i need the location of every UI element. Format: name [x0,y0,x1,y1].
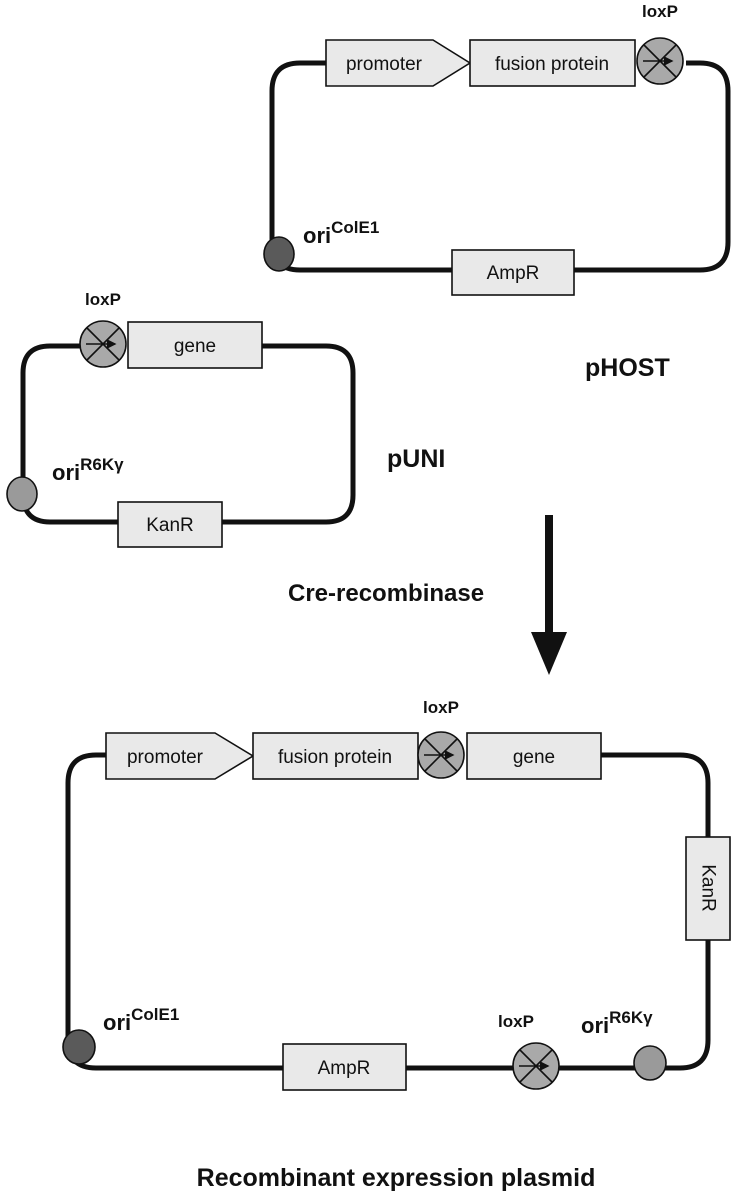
phost-loxp-site [636,37,684,85]
product-kanr: KanR [685,836,731,941]
phost-ampr-label: AmpR [487,263,540,284]
puni-loxp-site [79,320,127,368]
product-promoter-label: promoter [127,747,204,768]
puni-ori-label: oriR6Kγ [52,455,124,485]
phost-backbone [269,60,731,273]
product-ori-cole1-label: oriColE1 [103,1005,179,1035]
product-name: Recombinant expression plasmid [197,1164,596,1192]
puni-ori-r6k [6,476,38,512]
puni-gene-label: gene [174,336,216,357]
product-plasmid: promoter fusion protein loxP gene KanR o… [62,698,731,1192]
puni-plasmid: loxP gene oriR6Kγ KanR pUNI [6,290,445,548]
puni-kanr: KanR [117,501,223,548]
product-ori-r6k-label: oriR6Kγ [581,1008,653,1038]
puni-name: pUNI [387,445,445,473]
phost-promoter: promoter [325,39,472,87]
product-ori-cole1 [62,1029,96,1065]
phost-promoter-label: promoter [346,54,423,75]
product-ampr: AmpR [282,1043,407,1091]
product-loxp-top-label: loxP [423,698,459,717]
puni-kanr-label: KanR [146,515,194,536]
product-ori-r6k [633,1045,667,1081]
cre-recombinase-label: Cre-recombinase [288,580,484,607]
phost-loxp-label: loxP [642,2,678,21]
product-gene: gene [466,732,602,780]
phost-name: pHOST [585,354,670,382]
product-loxp-site-top [417,731,465,779]
product-ampr-label: AmpR [318,1058,371,1079]
phost-fusion-protein: fusion protein [469,39,636,87]
puni-backbone [20,343,356,525]
phost-ori-cole1 [263,236,295,272]
product-kanr-label: KanR [698,864,719,912]
product-loxp-site-bottom [512,1042,560,1090]
puni-gene: gene [127,321,263,369]
product-loxp-bottom-label: loxP [498,1012,534,1031]
product-fusion-protein: fusion protein [252,732,419,780]
phost-ampr: AmpR [451,249,575,296]
product-promoter: promoter [105,732,255,780]
phost-fusion-protein-label: fusion protein [495,54,609,75]
product-gene-label: gene [513,747,555,768]
phost-ori-label: oriColE1 [303,218,379,248]
reaction-arrow [531,515,567,675]
product-fusion-protein-label: fusion protein [278,747,392,768]
puni-loxp-label: loxP [85,290,121,309]
phost-plasmid: promoter fusion protein loxP oriColE1 Am… [263,2,731,382]
